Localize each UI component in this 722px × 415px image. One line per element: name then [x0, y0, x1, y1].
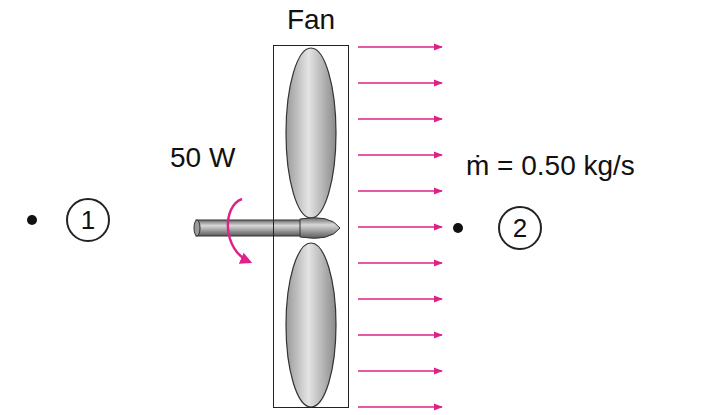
fan-blade	[286, 243, 336, 407]
flow-arrow	[358, 262, 442, 264]
flow-arrow	[358, 154, 442, 156]
fan-blade	[286, 48, 336, 218]
fan-heading: Fan	[287, 4, 335, 36]
flow-arrow	[358, 226, 442, 228]
station-circle: 2	[498, 206, 542, 250]
flow-arrow	[358, 298, 442, 300]
mass-flow-label: ṁ = 0.50 kg/s	[466, 150, 635, 182]
flow-arrow	[358, 46, 442, 48]
shaft-end	[194, 220, 200, 236]
power-label: 50 W	[170, 142, 235, 174]
flow-arrow	[358, 190, 442, 192]
station-dot	[453, 223, 463, 233]
flow-arrows	[358, 47, 442, 407]
flow-arrow	[358, 82, 442, 84]
station-number: 1	[81, 206, 95, 234]
rotation-arrow	[228, 199, 250, 262]
flow-arrow	[358, 118, 442, 120]
fan-hub	[300, 218, 340, 239]
station-dot	[27, 215, 37, 225]
station-number: 2	[513, 214, 527, 242]
flow-arrow	[358, 334, 442, 336]
flow-arrow	[358, 370, 442, 372]
flow-arrow	[358, 406, 442, 408]
station-circle: 1	[66, 198, 110, 242]
fan-housing: Fan	[273, 45, 349, 408]
